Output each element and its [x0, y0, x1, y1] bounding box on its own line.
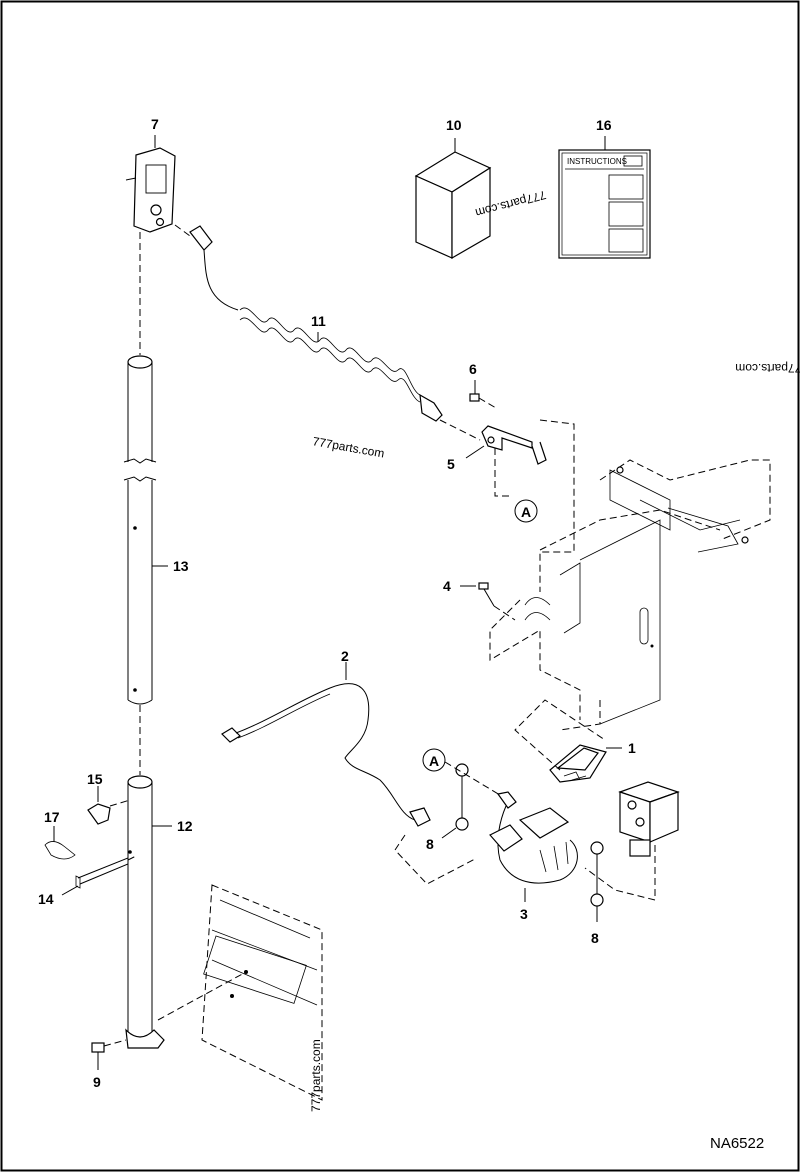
watermark-1: 777parts.com — [311, 434, 385, 460]
callout-11: 11 — [311, 313, 326, 329]
leader-harness-2 — [394, 834, 476, 885]
callout-16: 16 — [596, 117, 612, 133]
part-bolt-4 — [460, 582, 516, 621]
part-switch-1 — [514, 699, 622, 783]
part-control-panel-7 — [125, 135, 176, 233]
loader-frame — [489, 459, 771, 731]
part-bolt-9 — [91, 1039, 127, 1070]
callout-4: 4 — [443, 578, 451, 594]
callout-15: 15 — [87, 771, 103, 787]
reference-marker-a-bottom — [422, 748, 446, 772]
callout-8a: 8 — [426, 836, 434, 852]
part-pin-clip-17 — [44, 826, 76, 860]
part-ring-terminal-8a — [441, 763, 469, 839]
part-knob-15 — [87, 786, 131, 825]
callout-6: 6 — [469, 361, 477, 377]
part-screw-6 — [469, 380, 497, 409]
callout-12: 12 — [177, 818, 193, 834]
watermark-4: 777parts.com — [309, 1039, 323, 1112]
part-harness-2 — [221, 662, 431, 827]
part-pin-14 — [61, 855, 137, 896]
callout-9: 9 — [93, 1074, 101, 1090]
drawing-code: NA6522 — [710, 1135, 764, 1152]
callout-7: 7 — [151, 116, 159, 132]
callout-13: 13 — [173, 558, 189, 574]
part-tube-12 — [125, 775, 172, 1049]
part-box-10 — [414, 138, 492, 260]
callout-14: 14 — [38, 891, 54, 907]
reference-marker-a-top-label: A — [521, 504, 531, 520]
part-main-harness-3 — [489, 791, 578, 902]
reference-marker-a-top — [514, 499, 538, 523]
valve-block — [584, 781, 680, 901]
callout-17: 17 — [44, 809, 60, 825]
watermark-3: 777parts.com — [735, 361, 800, 375]
loader-arm-section — [157, 884, 323, 1101]
callout-3: 3 — [520, 906, 528, 922]
instructions-label: INSTRUCTIONS — [567, 157, 627, 166]
leader-a-bottom — [444, 761, 501, 796]
part-coil-cable-11 — [174, 224, 481, 441]
callout-1: 1 — [628, 740, 636, 756]
part-tube-13 — [123, 355, 168, 705]
part-ring-terminal-8b — [590, 841, 604, 922]
callout-10: 10 — [446, 117, 462, 133]
part-instructions-16 — [558, 136, 651, 259]
reference-marker-a-bottom-label: A — [429, 753, 439, 769]
part-bracket-5 — [465, 419, 575, 592]
callout-5: 5 — [447, 456, 455, 472]
callout-2: 2 — [341, 648, 349, 664]
callout-8b: 8 — [591, 930, 599, 946]
